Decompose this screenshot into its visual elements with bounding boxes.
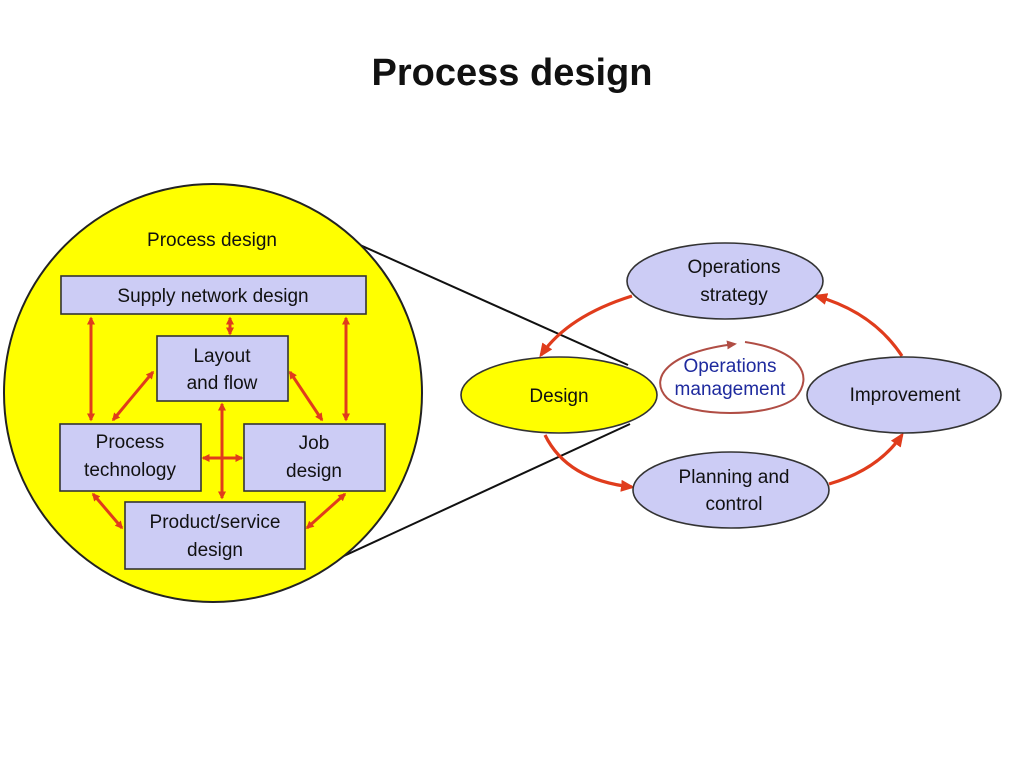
layout-flow-label-1: Layout bbox=[193, 346, 251, 367]
supply-network-label: Supply network design bbox=[117, 286, 308, 307]
product-service-label-2: design bbox=[187, 540, 243, 561]
arrow-planning-improvement bbox=[828, 432, 904, 486]
operations-strategy-node: Operations strategy bbox=[626, 242, 824, 320]
circle-title: Process design bbox=[147, 230, 277, 251]
layout-flow-box: Layout and flow bbox=[156, 335, 289, 402]
layout-flow-label-2: and flow bbox=[187, 373, 258, 394]
internal-arrows bbox=[87, 316, 350, 530]
arrow-job-product bbox=[305, 492, 347, 530]
process-technology-label-2: technology bbox=[84, 460, 176, 481]
process-technology-box: Process technology bbox=[59, 423, 202, 492]
improvement-node: Improvement bbox=[806, 356, 1002, 434]
cycle-arrows bbox=[539, 293, 904, 492]
job-design-label-1: Job bbox=[299, 433, 330, 454]
arrow-layout-process bbox=[111, 370, 155, 422]
design-label: Design bbox=[529, 386, 588, 407]
operations-management-label-1: Operations bbox=[684, 356, 777, 377]
arrow-improvement-strategy bbox=[813, 293, 904, 357]
operations-strategy-label-2: strategy bbox=[700, 285, 768, 306]
planning-control-label-1: Planning and bbox=[679, 467, 790, 488]
job-design-label-2: design bbox=[286, 461, 342, 482]
product-service-label-1: Product/service bbox=[150, 512, 281, 533]
management-cycle-arrow bbox=[659, 340, 805, 414]
process-technology-label-1: Process bbox=[96, 432, 165, 453]
job-design-box: Job design bbox=[243, 423, 386, 492]
operations-management-center: Operations management bbox=[659, 340, 805, 414]
arrow-strategy-design bbox=[539, 294, 633, 358]
zoom-line-bottom bbox=[321, 423, 631, 567]
slide-title: Process design bbox=[371, 52, 653, 94]
design-node: Design bbox=[460, 356, 658, 434]
product-service-box: Product/service design bbox=[124, 501, 306, 570]
planning-control-node: Planning and control bbox=[632, 451, 830, 529]
arrow-layout-job bbox=[288, 370, 324, 422]
zoom-line-top bbox=[321, 227, 629, 366]
supply-network-box: Supply network design bbox=[60, 275, 367, 315]
arrow-design-planning bbox=[543, 434, 635, 492]
arrow-process-product bbox=[91, 492, 124, 530]
planning-control-label-2: control bbox=[705, 494, 762, 515]
operations-strategy-label-1: Operations bbox=[688, 257, 781, 278]
operations-management-label-2: management bbox=[675, 379, 787, 400]
improvement-label: Improvement bbox=[850, 385, 962, 406]
